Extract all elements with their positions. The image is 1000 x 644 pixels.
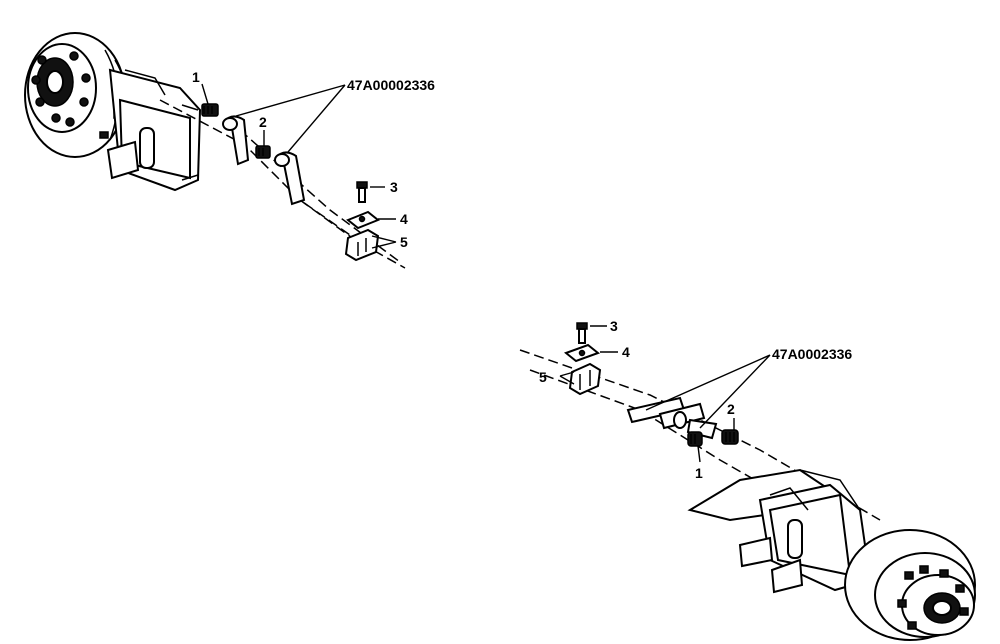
top-hose-elbow-1 xyxy=(222,115,250,166)
bottom-hose-tube xyxy=(626,396,718,440)
bottom-callout-4: 4 xyxy=(622,344,630,360)
bottom-axle-assembly xyxy=(519,322,976,641)
top-callout-5: 5 xyxy=(400,234,408,250)
top-callout-2: 2 xyxy=(259,114,267,130)
bottom-part-number-label: 47A0002336 xyxy=(772,346,852,362)
bottom-callout-2: 2 xyxy=(727,401,735,417)
top-axle-housing xyxy=(106,68,202,192)
top-part-number-label: 47A00002336 xyxy=(347,77,435,93)
top-part-2-fitting xyxy=(255,145,271,159)
top-part-1-fitting xyxy=(201,103,219,117)
bottom-part-5-clamp xyxy=(568,362,602,396)
bottom-axle-housing xyxy=(687,468,872,594)
top-part-5-clamp xyxy=(344,228,380,262)
top-hose-elbow-2 xyxy=(274,151,306,206)
top-axle-assembly xyxy=(24,32,406,269)
top-wheel-hub xyxy=(24,32,127,158)
bottom-part-3-bolt xyxy=(576,322,588,344)
top-callout-1: 1 xyxy=(192,69,200,85)
bottom-callout-5: 5 xyxy=(539,369,547,385)
bottom-callout-1: 1 xyxy=(695,465,703,481)
bottom-part-1-fitting xyxy=(687,431,703,447)
bottom-part-4-plate xyxy=(563,343,601,363)
bottom-callout-3: 3 xyxy=(610,318,618,334)
top-part-3-bolt xyxy=(356,181,368,203)
top-callout-4: 4 xyxy=(400,211,408,227)
top-part-4-plate xyxy=(346,210,380,230)
bottom-wheel-hub xyxy=(844,529,976,641)
bottom-part-2-fitting xyxy=(721,429,739,445)
top-callout-3: 3 xyxy=(390,179,398,195)
